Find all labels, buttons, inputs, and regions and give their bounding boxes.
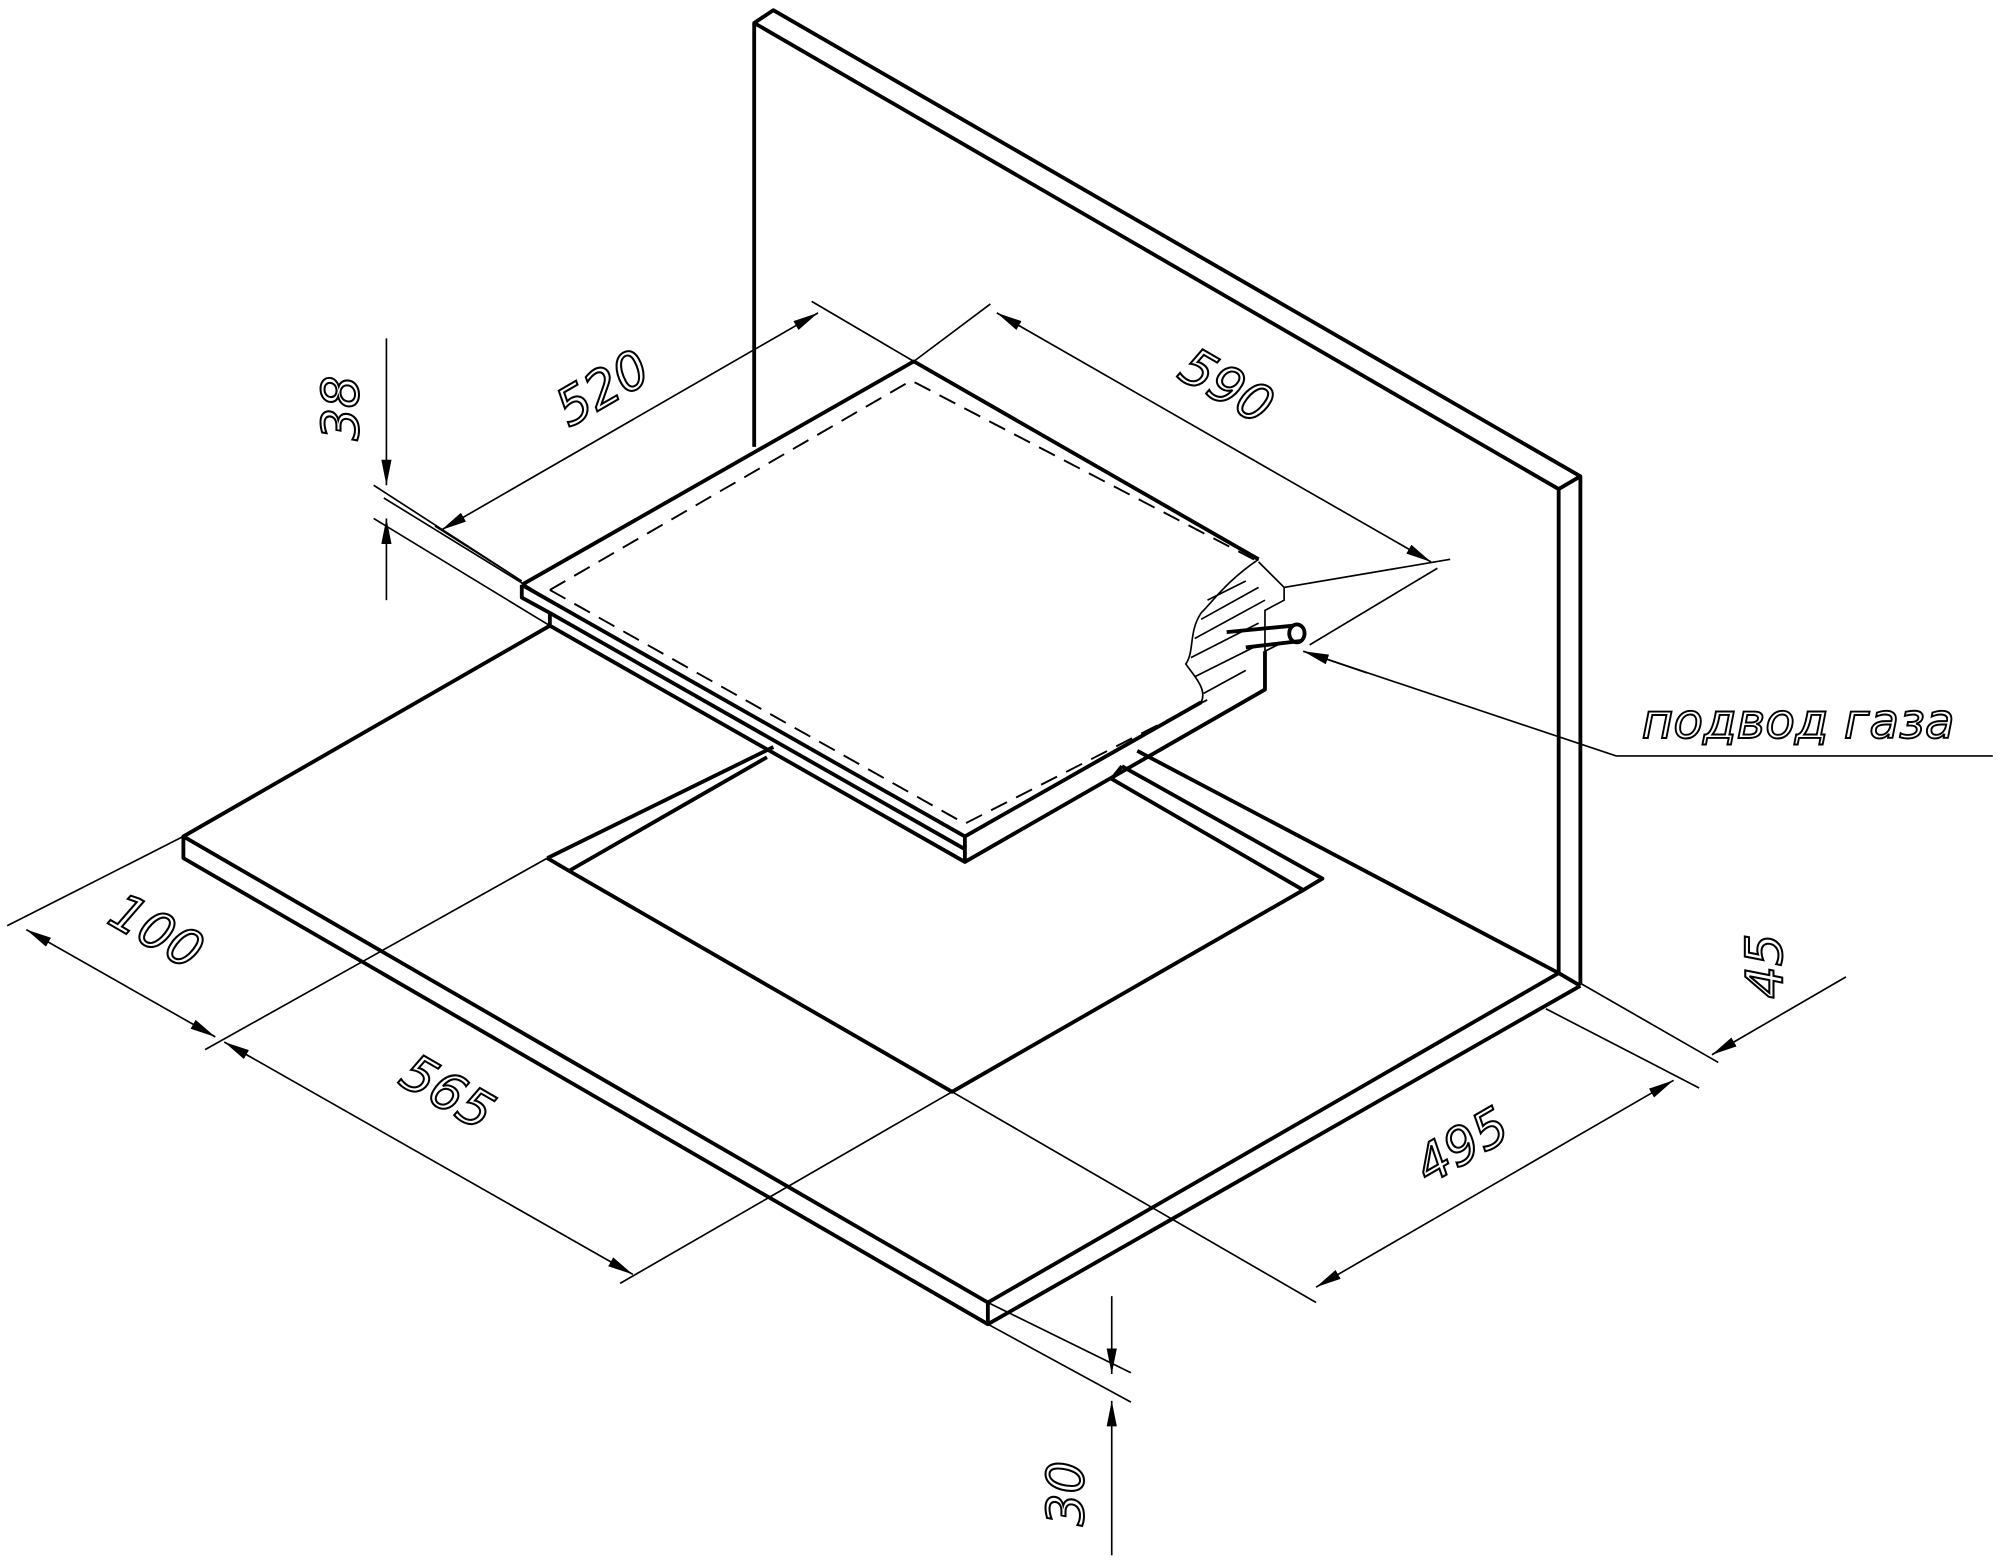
dim-495: 495 [1405,1096,1519,1196]
dimension-lines [6,300,1993,1556]
dim-565: 565 [390,1043,504,1143]
gas-pipe [1226,622,1307,650]
gas-supply-label: подвод газа [1642,694,1955,750]
dim-30: 30 [1038,1461,1097,1526]
countertop [181,624,1582,1327]
countertop-cutout [546,745,1325,1094]
hob [519,359,1285,864]
dim-100: 100 [99,882,213,982]
dim-45: 45 [1736,934,1795,999]
dim-38: 38 [312,376,371,441]
dim-520: 520 [546,339,660,439]
back-wall [752,8,1583,988]
